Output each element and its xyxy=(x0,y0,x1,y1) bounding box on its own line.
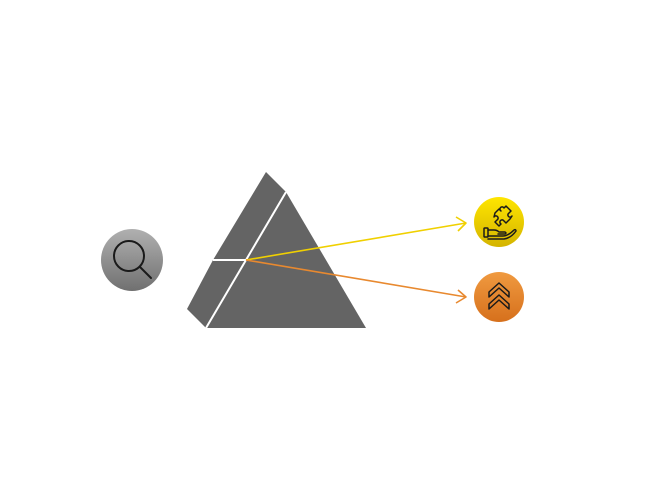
magnifier-icon xyxy=(113,240,152,279)
prism-segment-front xyxy=(206,192,366,328)
prism-segment-left xyxy=(187,260,246,328)
input-node xyxy=(101,229,163,291)
ray-orange-arrowhead xyxy=(455,289,467,304)
light-rays xyxy=(245,216,467,304)
input-circle xyxy=(101,229,163,291)
ray-yellow-arrowhead xyxy=(455,216,467,232)
output-node-orange xyxy=(474,272,524,322)
prism xyxy=(187,172,366,329)
ray-yellow xyxy=(245,222,467,261)
output-node-yellow xyxy=(474,197,524,247)
hand-puzzle-icon xyxy=(483,205,517,240)
output-circle-yellow xyxy=(474,197,524,247)
output-circle-orange xyxy=(474,272,524,322)
prism-segment-back xyxy=(213,172,286,260)
ray-orange xyxy=(245,259,467,298)
double-chevron-up-icon xyxy=(488,282,510,310)
